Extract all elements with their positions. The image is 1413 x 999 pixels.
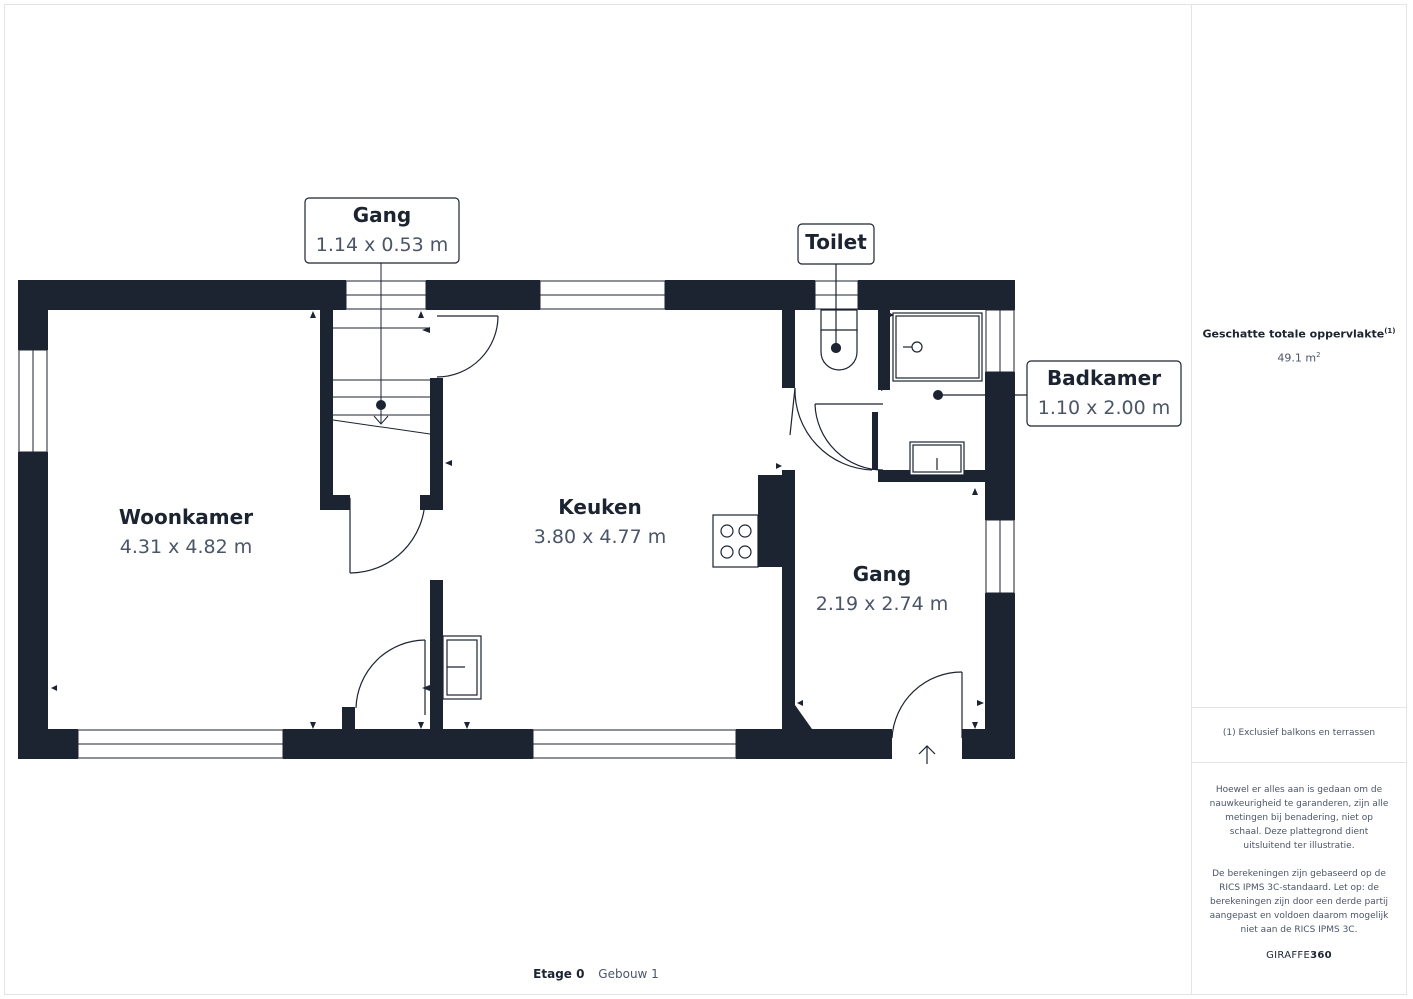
- entrance-arrow-icon: [918, 745, 936, 764]
- doors: [349, 315, 963, 739]
- room-name-keuken: Keuken: [558, 495, 642, 519]
- total-area-label: Geschatte totale oppervlakte(1): [1202, 327, 1396, 341]
- stove-icon: [712, 514, 759, 568]
- measure-markers: [51, 311, 984, 729]
- sink-icon: [442, 635, 482, 700]
- sidebar-separator: [1192, 707, 1406, 708]
- disclaimer-paragraph: Hoewel er alles aan is gedaan om de nauw…: [1209, 785, 1389, 851]
- brand-logo: GIRAFFE360: [1266, 950, 1332, 961]
- room-size-keuken: 3.80 x 4.77 m: [534, 526, 666, 548]
- room-name-gang: Gang: [853, 562, 911, 586]
- callout-size: 1.14 x 0.53 m: [316, 234, 448, 256]
- floor-label: Etage 0: [533, 967, 585, 981]
- room-size-woonkamer: 4.31 x 4.82 m: [120, 536, 252, 558]
- callout-name: Gang: [353, 203, 411, 227]
- disclaimer-paragraph: De berekeningen zijn gebaseerd op de RIC…: [1209, 869, 1389, 935]
- total-area-value: 49.1 m2: [1277, 351, 1321, 365]
- walls: [18, 280, 1015, 759]
- floor-footer: Etage 0 Gebouw 1: [0, 967, 1192, 981]
- callout-size: 1.10 x 2.00 m: [1038, 397, 1170, 419]
- sidebar-separator: [1192, 762, 1406, 763]
- page-frame: [4, 4, 1407, 995]
- room-size-gang: 2.19 x 2.74 m: [816, 593, 948, 615]
- callout-name: Toilet: [805, 230, 867, 254]
- room-name-woonkamer: Woonkamer: [119, 505, 253, 529]
- sidebar-divider: [1191, 4, 1192, 995]
- window-panes: [32, 294, 1001, 745]
- callout-toilet: Toilet: [797, 223, 875, 265]
- sink-icon: [909, 441, 965, 476]
- disclaimer: Hoewel er alles aan is gedaan om de nauw…: [1208, 783, 1390, 951]
- floor-plan: Woonkamer 4.31 x 4.82 m Keuken 3.80 x 4.…: [18, 197, 1182, 764]
- toilet-icon: [820, 262, 858, 371]
- callout-gang-stairs: Gang 1.14 x 0.53 m: [304, 197, 460, 410]
- stairs-icon: [332, 262, 431, 435]
- callout-badkamer: Badkamer 1.10 x 2.00 m: [933, 360, 1182, 427]
- shower-icon: [892, 312, 983, 382]
- callout-name: Badkamer: [1047, 366, 1161, 390]
- building-label: Gebouw 1: [598, 967, 659, 981]
- footnote: (1) Exclusief balkons en terrassen: [1222, 728, 1376, 738]
